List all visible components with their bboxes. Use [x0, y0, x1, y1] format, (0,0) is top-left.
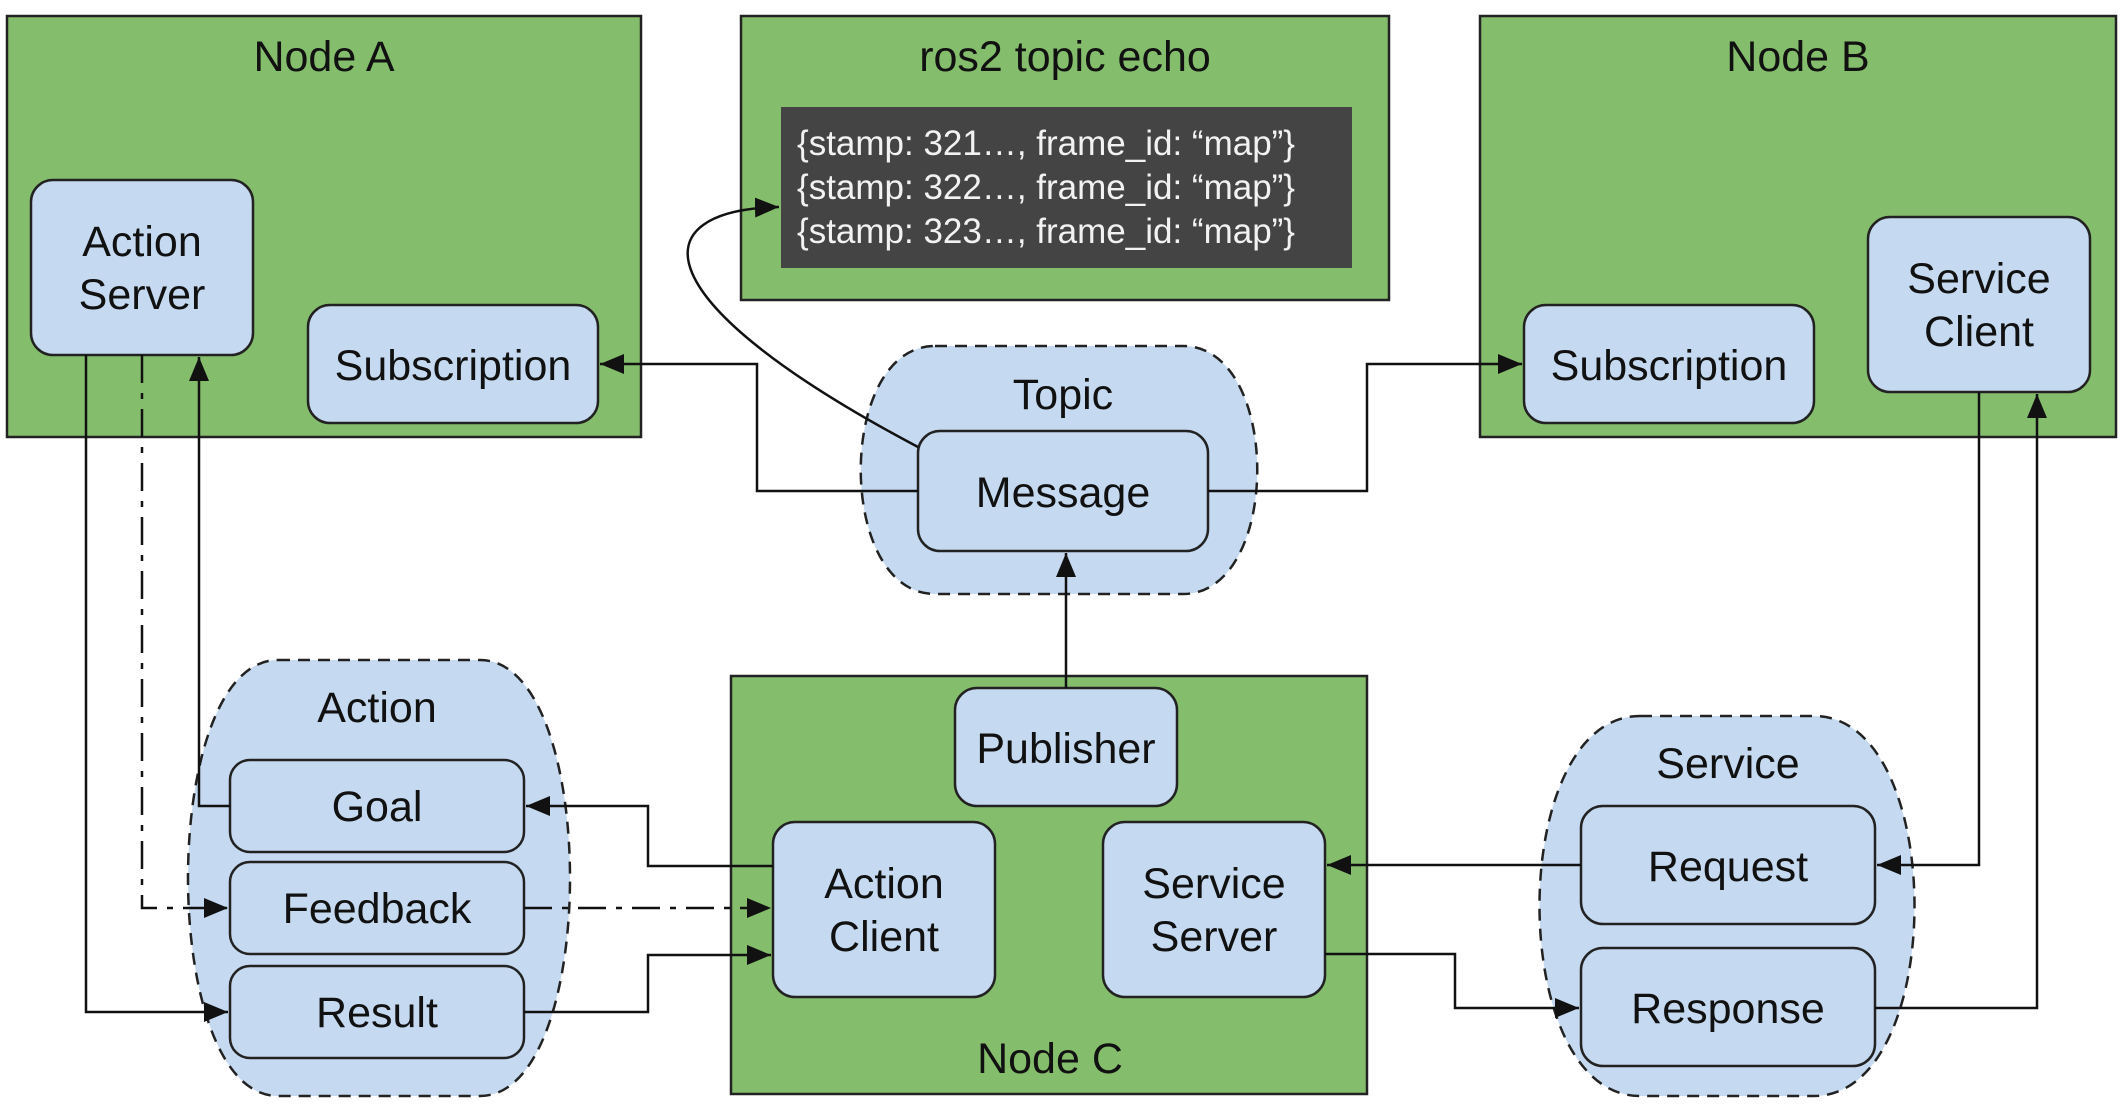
goal-box: Goal — [228, 758, 526, 854]
result-label: Result — [316, 989, 438, 1037]
connector-message-to-subscription-b — [1208, 354, 1522, 493]
connector-action-client-to-goal — [526, 796, 773, 868]
action-client-box: Action Client — [771, 820, 997, 999]
action-server-box: Action Server — [29, 178, 255, 357]
topic-label: Topic — [1013, 371, 1113, 419]
message-box: Message — [916, 429, 1210, 553]
service-server-box: Service Server — [1101, 820, 1327, 999]
node-c-title: Node C — [977, 1035, 1123, 1083]
action-client-label-1: Action — [824, 860, 944, 908]
subscription-a-box: Subscription — [306, 303, 600, 425]
connector-service-server-to-response — [1325, 952, 1579, 1018]
connector-action-server-to-result — [84, 355, 228, 1022]
response-box: Response — [1579, 946, 1877, 1068]
connector-message-to-echo — [686, 197, 919, 449]
action-label: Action — [317, 684, 437, 732]
connector-response-to-service-client — [1875, 394, 2047, 1010]
subscription-b-label: Subscription — [1551, 342, 1788, 390]
echo-line-1: {stamp: 321…, frame_id: “map”} — [797, 124, 1295, 163]
connector-service-client-to-request — [1877, 392, 1981, 875]
goal-label: Goal — [332, 783, 423, 831]
echo-title: ros2 topic echo — [919, 33, 1211, 81]
action-server-label-1: Action — [82, 218, 202, 266]
service-client-label-1: Service — [1907, 255, 2050, 303]
node-a-title: Node A — [253, 33, 394, 81]
feedback-label: Feedback — [283, 885, 472, 933]
echo-line-3: {stamp: 323…, frame_id: “map”} — [797, 212, 1295, 251]
connector-message-to-subscription-a — [600, 354, 918, 493]
request-label: Request — [1648, 843, 1808, 891]
terminal-output — [781, 107, 1352, 268]
action-client-label-2: Client — [829, 913, 939, 961]
ros2-topic-echo-panel: ros2 topic echo {stamp: 321…, frame_id: … — [739, 14, 1391, 302]
action-server-label-2: Server — [79, 271, 206, 319]
service-server-label-2: Server — [1151, 913, 1278, 961]
service-server-label-1: Service — [1142, 860, 1285, 908]
result-box: Result — [228, 964, 526, 1060]
service-client-box: Service Client — [1866, 215, 2092, 394]
request-box: Request — [1579, 804, 1877, 926]
connector-result-to-action-client — [524, 945, 771, 1014]
service-client-label-2: Client — [1924, 308, 2034, 356]
connector-goal-to-action-server — [189, 357, 230, 808]
subscription-a-label: Subscription — [335, 342, 572, 390]
message-label: Message — [976, 469, 1150, 517]
connector-action-server-to-feedback — [140, 355, 228, 918]
feedback-box: Feedback — [228, 860, 526, 956]
service-label: Service — [1656, 740, 1799, 788]
response-label: Response — [1631, 985, 1825, 1033]
publisher-box: Publisher — [953, 686, 1179, 808]
echo-line-2: {stamp: 322…, frame_id: “map”} — [797, 168, 1295, 207]
publisher-label: Publisher — [976, 725, 1155, 773]
subscription-b-box: Subscription — [1522, 303, 1816, 425]
node-b-title: Node B — [1726, 33, 1869, 81]
